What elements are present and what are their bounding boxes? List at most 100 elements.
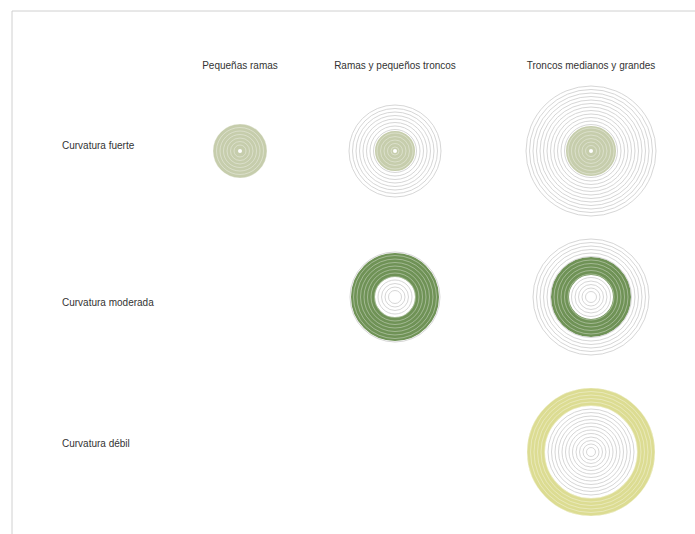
tree-ring	[547, 107, 635, 195]
tree-ring	[579, 285, 604, 310]
tree-ring	[224, 135, 257, 168]
tree-ring	[375, 277, 416, 318]
tree-ring	[544, 104, 639, 199]
tree-ring	[238, 149, 242, 153]
tree-ring	[217, 128, 264, 175]
tree-ring	[370, 126, 420, 176]
tree-ring	[544, 250, 639, 345]
tree-ring	[579, 139, 604, 164]
tree-ring	[227, 138, 253, 164]
tree-ring	[580, 441, 603, 464]
tree-ring	[552, 413, 631, 492]
tree-ring	[554, 260, 628, 334]
tree-ring	[530, 90, 653, 213]
tree-ring	[548, 409, 634, 495]
tree-ring	[388, 144, 403, 159]
row-label: Curvatura débil	[62, 438, 130, 450]
tree-ring	[561, 121, 621, 181]
tree-ring	[234, 145, 246, 157]
frame-line	[12, 11, 695, 12]
tree-ring	[559, 420, 624, 485]
tree-ring	[547, 253, 635, 341]
tree-ring	[363, 265, 427, 329]
column-heading: Pequeñas ramas	[202, 60, 278, 72]
tree-ring	[566, 427, 617, 478]
tree-ring	[354, 256, 437, 339]
tree-ring	[231, 142, 250, 161]
tree-ring	[526, 86, 656, 216]
tree-ring	[537, 243, 646, 352]
tree-ring	[545, 406, 638, 499]
tree-ring	[540, 246, 642, 348]
tree-ring	[381, 137, 410, 166]
tree-ring	[537, 97, 646, 206]
tree-ring	[361, 263, 430, 332]
tree-ring	[349, 105, 441, 197]
tree-ring	[371, 273, 419, 321]
tree-ring	[374, 130, 417, 173]
tree-ring	[573, 434, 610, 471]
tree-ring	[540, 100, 642, 202]
tree-ring	[533, 93, 649, 209]
tree-ring	[393, 295, 397, 299]
tree-ring	[568, 128, 614, 174]
tree-ring	[587, 448, 596, 457]
tree-ring	[533, 239, 649, 355]
tree-ring	[589, 295, 593, 299]
column-heading: Ramas y pequeños troncos	[334, 60, 456, 72]
tree-ring	[579, 139, 604, 164]
tree-ring	[555, 416, 627, 488]
tree-ring	[350, 252, 440, 342]
tree-ring	[368, 270, 423, 325]
tree-ring	[541, 402, 641, 502]
frame-line	[12, 11, 13, 534]
tree-ring	[534, 395, 648, 509]
tree-ring	[586, 292, 597, 303]
column-heading: Troncos medianos y grandes	[527, 60, 656, 72]
tree-ring	[364, 266, 426, 328]
tree-ring	[558, 264, 625, 331]
tree-ring	[582, 288, 600, 306]
tree-ring	[583, 444, 599, 460]
tree-ring	[385, 141, 405, 161]
tree-ring	[536, 397, 646, 507]
tree-ring	[527, 388, 655, 516]
tree-ring	[582, 142, 600, 160]
tree-ring	[575, 281, 607, 313]
tree-ring	[527, 388, 655, 516]
tree-ring	[357, 259, 433, 335]
tree-ring	[576, 437, 606, 467]
tree-ring	[526, 86, 656, 216]
tree-ring	[589, 450, 593, 454]
tree-ring	[367, 123, 424, 180]
tree-ring	[378, 280, 412, 314]
tree-ring	[572, 278, 611, 317]
tree-ring	[350, 252, 440, 342]
tree-ring	[551, 111, 632, 192]
tree-ring	[363, 119, 427, 183]
tree-ring	[589, 149, 593, 153]
tree-ring	[349, 105, 441, 197]
tree-ring	[568, 274, 614, 320]
tree-ring	[569, 430, 613, 474]
tree-ring	[562, 423, 620, 481]
tree-ring	[377, 133, 413, 169]
tree-ring	[560, 266, 622, 328]
tree-ring	[360, 116, 431, 187]
tree-ring	[586, 146, 597, 157]
tree-ring	[554, 114, 628, 188]
tree-ring	[382, 284, 409, 311]
tree-ring	[385, 287, 405, 307]
row-label: Curvatura moderada	[62, 297, 154, 309]
tree-ring	[533, 239, 649, 355]
row-label: Curvatura fuerte	[62, 140, 134, 152]
tree-ring	[227, 138, 254, 165]
tree-ring	[353, 109, 438, 194]
tree-ring	[551, 257, 632, 338]
tree-ring	[389, 291, 402, 304]
tree-ring	[538, 399, 645, 506]
tree-ring	[561, 267, 621, 327]
tree-ring	[384, 140, 406, 162]
tree-ring	[572, 132, 611, 171]
